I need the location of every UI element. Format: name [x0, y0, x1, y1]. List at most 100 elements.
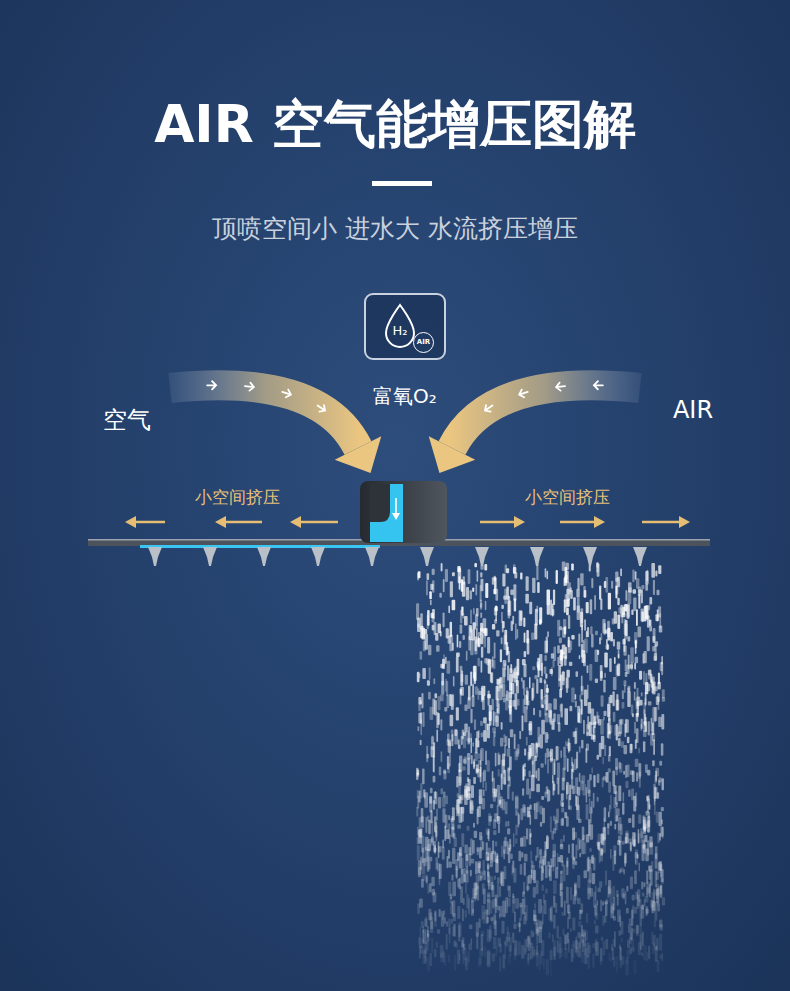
water-drop: [424, 634, 428, 650]
water-drop: [620, 868, 623, 873]
water-drop: [591, 634, 593, 648]
water-drop: [522, 715, 524, 731]
water-drop: [480, 876, 483, 881]
water-drop: [434, 792, 438, 805]
water-drop: [501, 846, 503, 857]
water-drop: [508, 821, 510, 827]
water-drop: [480, 767, 482, 783]
water-drop: [552, 934, 554, 942]
water-drop: [586, 834, 590, 842]
water-drop: [612, 886, 615, 898]
water-drop: [645, 584, 648, 591]
water-drop: [599, 881, 602, 888]
water-drop: [523, 618, 525, 627]
water-drop: [603, 680, 605, 693]
water-drop: [554, 759, 556, 775]
water-drop: [531, 861, 533, 874]
water-drop: [493, 711, 495, 726]
water-drop: [586, 913, 588, 923]
water-drop: [478, 658, 480, 667]
water-drop: [496, 856, 498, 864]
water-drop: [605, 900, 608, 904]
water-drop: [469, 925, 472, 930]
flow-chevron: [315, 402, 327, 414]
water-drop: [613, 677, 617, 690]
water-drop: [450, 715, 454, 727]
water-drop: [460, 688, 462, 704]
water-drop: [559, 626, 562, 630]
water-drop: [655, 853, 658, 869]
water-drop: [579, 709, 582, 724]
water-drop: [463, 759, 466, 763]
water-drop: [594, 595, 596, 610]
water-drop: [630, 838, 632, 852]
water-drop: [519, 731, 521, 739]
water-drop: [421, 921, 424, 928]
water-drop: [494, 813, 497, 822]
water-drop: [459, 755, 462, 771]
water-drop: [553, 698, 557, 709]
water-drop: [590, 626, 592, 634]
water-drop: [427, 862, 430, 871]
water-drop: [447, 733, 450, 742]
water-drop: [488, 659, 491, 674]
water-drop: [494, 577, 496, 594]
water-drop: [517, 812, 519, 827]
water-drop: [661, 807, 664, 811]
water-drop: [567, 903, 569, 915]
water-drop: [497, 792, 500, 806]
water-drop: [622, 802, 624, 814]
water-drop: [449, 635, 452, 652]
water-drop: [529, 677, 531, 689]
water-drop: [531, 688, 533, 701]
water-drop: [553, 895, 555, 907]
water-drop: [609, 746, 611, 756]
water-drop: [453, 941, 456, 947]
water-drop: [487, 694, 491, 698]
water-drop: [484, 564, 487, 571]
water-drop: [442, 797, 445, 808]
water-drop: [454, 837, 457, 847]
water-drop: [568, 615, 570, 629]
water-drop: [581, 625, 583, 631]
water-drop: [563, 864, 566, 881]
water-drop: [569, 785, 571, 801]
water-drop: [472, 888, 475, 899]
water-drop: [534, 903, 536, 908]
water-drop: [588, 819, 590, 836]
water-drop: [525, 687, 528, 691]
water-drop: [468, 726, 470, 743]
water-drop: [536, 679, 538, 694]
water-drop: [419, 673, 421, 678]
water-drop: [530, 834, 532, 845]
water-drop: [584, 842, 586, 854]
water-drop: [580, 903, 583, 912]
water-drop: [627, 737, 630, 743]
water-drop: [464, 959, 467, 966]
water-drop: [523, 664, 526, 677]
water-drop: [646, 570, 648, 582]
nozzle: [257, 547, 271, 566]
water-drop: [487, 637, 490, 654]
water-drop: [464, 868, 466, 883]
water-drop: [630, 876, 633, 889]
water-drop: [418, 704, 420, 712]
water-drop: [651, 563, 655, 578]
water-drop: [560, 875, 563, 891]
water-drop: [639, 924, 642, 933]
water-drop: [477, 570, 479, 581]
water-drop: [441, 751, 443, 762]
water-drop: [645, 673, 647, 685]
water-drop: [544, 679, 546, 684]
water-drop: [597, 755, 599, 760]
water-drop: [437, 696, 440, 710]
water-drop: [449, 834, 451, 844]
water-drop: [481, 733, 484, 738]
water-drop: [524, 632, 526, 642]
water-drop: [467, 777, 469, 782]
water-drop: [600, 598, 602, 610]
water-drop: [420, 740, 422, 745]
water-drop: [563, 756, 566, 771]
water-drop: [649, 804, 651, 810]
water-drop: [470, 609, 472, 623]
